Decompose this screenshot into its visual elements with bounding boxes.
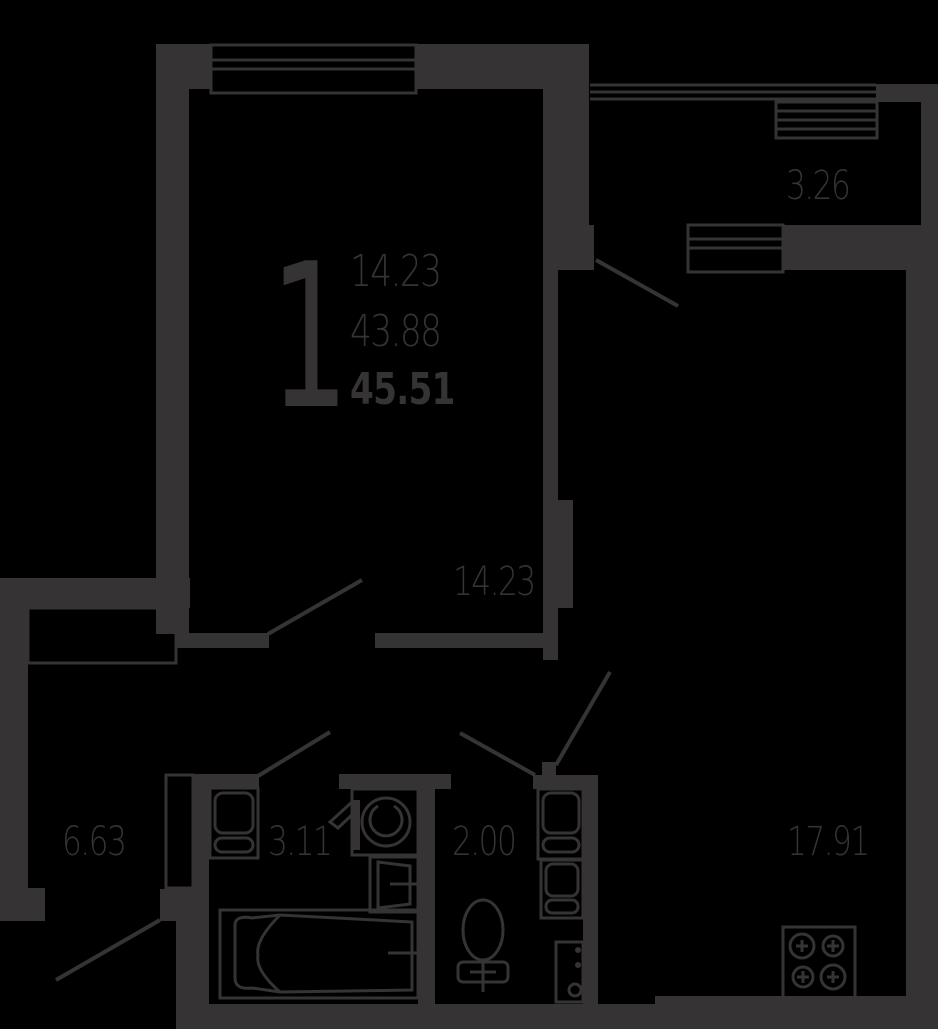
wall-hall-left-end [0, 888, 45, 921]
meter-panel [554, 940, 585, 1004]
wardrobe-bathroom [208, 786, 260, 860]
room-count: 1 [270, 221, 349, 454]
room-area-bathroom: 3.11 [268, 819, 333, 865]
wall-balcony-right [921, 84, 938, 234]
room-area-hallway: 6.63 [62, 819, 127, 865]
toilet [461, 898, 505, 962]
wall-hall-left [0, 578, 28, 918]
room-area-balcony: 3.26 [786, 163, 851, 209]
room-area-bedroom: 14.23 [453, 559, 536, 605]
wall-partition-bedroom-kitchen [543, 225, 558, 660]
living-area-value: 14.23 [350, 246, 442, 297]
room-area-toilet: 2.00 [452, 819, 517, 865]
wall-bottom [176, 1004, 938, 1029]
wall-bath-top-left [193, 774, 259, 788]
door-toilet [459, 731, 536, 777]
wardrobe-toilet-lower [539, 858, 585, 920]
wall-balcony-top-right [876, 84, 922, 102]
wall-bath-top-mid [339, 774, 451, 789]
apartment-area-value: 43.88 [350, 306, 442, 357]
room-area-kitchen: 17.91 [787, 819, 870, 865]
stove [781, 925, 857, 1001]
wall-partition-bump [556, 500, 573, 608]
wall-hall-top [0, 578, 190, 608]
total-area-value: 45.51 [350, 364, 455, 415]
wall-bedroom-bottom-right [375, 633, 555, 648]
wall-bedroom-bottom-left [176, 633, 269, 648]
door-bathroom [256, 730, 332, 778]
wall-toilet-right [583, 775, 598, 1015]
door-entry [55, 918, 161, 982]
niche-hall [26, 606, 178, 665]
door-balcony [595, 258, 679, 308]
wall-bedroom-left [156, 44, 189, 634]
wall-bath-left-inner [193, 774, 209, 1004]
wall-right [906, 225, 938, 1005]
shaft-hall [164, 773, 195, 890]
door-bedroom [267, 578, 363, 636]
wall-bath-toilet [418, 789, 435, 1004]
wall-balcony-door-jamb [560, 225, 594, 270]
wardrobe-toilet-upper [536, 787, 585, 861]
wall-toilet-top-right [533, 775, 598, 789]
door-kitchen [554, 670, 612, 767]
